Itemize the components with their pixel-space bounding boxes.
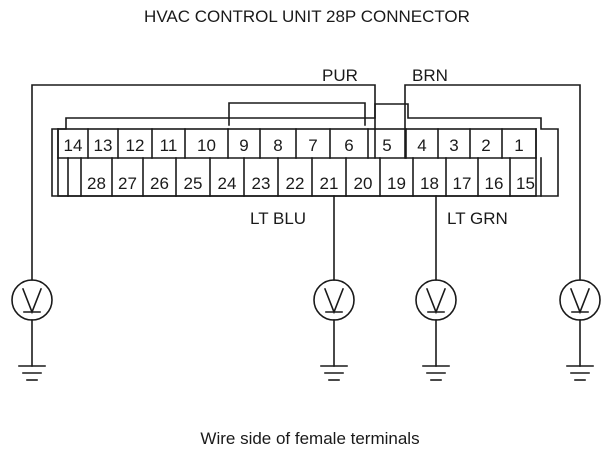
terminal-number: 4 [417, 136, 426, 155]
terminal-number: 25 [184, 174, 203, 193]
terminal-number: 19 [387, 174, 406, 193]
terminal-number: 1 [514, 136, 523, 155]
voltmeter [415, 279, 457, 381]
wire-label-lt-grn: LT GRN [447, 209, 508, 228]
connector-lock-tab [228, 102, 366, 126]
wire-label-brn: BRN [412, 66, 448, 85]
ground-icon [18, 365, 46, 381]
terminal-number: 16 [485, 174, 504, 193]
terminal-number: 11 [160, 136, 178, 155]
terminal-number: 23 [252, 174, 271, 193]
terminal-number: 28 [87, 174, 106, 193]
diagram-title: HVAC CONTROL UNIT 28P CONNECTOR [144, 7, 470, 26]
terminal-number: 15 [516, 174, 535, 193]
terminal-number: 5 [382, 136, 391, 155]
voltmeter-symbol [21, 287, 43, 315]
terminal-grid-frame [57, 128, 537, 197]
voltmeter [559, 279, 601, 381]
terminal-number: 18 [420, 174, 439, 193]
terminal-number: 21 [320, 174, 339, 193]
wire-label-lt-blu: LT BLU [250, 209, 306, 228]
terminal-number: 14 [64, 136, 83, 155]
terminal-number: 17 [453, 174, 472, 193]
voltmeter-symbol [323, 287, 345, 315]
terminal-number: 26 [150, 174, 169, 193]
terminal-number: 8 [273, 136, 282, 155]
diagram-caption: Wire side of female terminals [200, 429, 419, 448]
terminal-number: 10 [197, 136, 216, 155]
terminal-number: 9 [239, 136, 248, 155]
voltmeter [11, 279, 53, 381]
wire-brn [404, 84, 581, 281]
terminal-number: 20 [354, 174, 373, 193]
terminal-number: 7 [308, 136, 317, 155]
ground-icon [566, 365, 594, 381]
terminal-number: 27 [118, 174, 137, 193]
terminal-number: 6 [344, 136, 353, 155]
terminal-number: 13 [94, 136, 113, 155]
wire-pur [31, 84, 376, 281]
voltmeter-symbol [425, 287, 447, 315]
voltmeters [11, 279, 601, 381]
wire-label-pur: PUR [322, 66, 358, 85]
voltmeter-symbol [569, 287, 591, 315]
terminal-number: 3 [449, 136, 458, 155]
terminal-number: 12 [126, 136, 145, 155]
terminal-number: 24 [218, 174, 237, 193]
voltmeter [313, 279, 355, 381]
terminal-number: 22 [286, 174, 305, 193]
terminal-number: 2 [481, 136, 490, 155]
ground-icon [320, 365, 348, 381]
ground-icon [422, 365, 450, 381]
